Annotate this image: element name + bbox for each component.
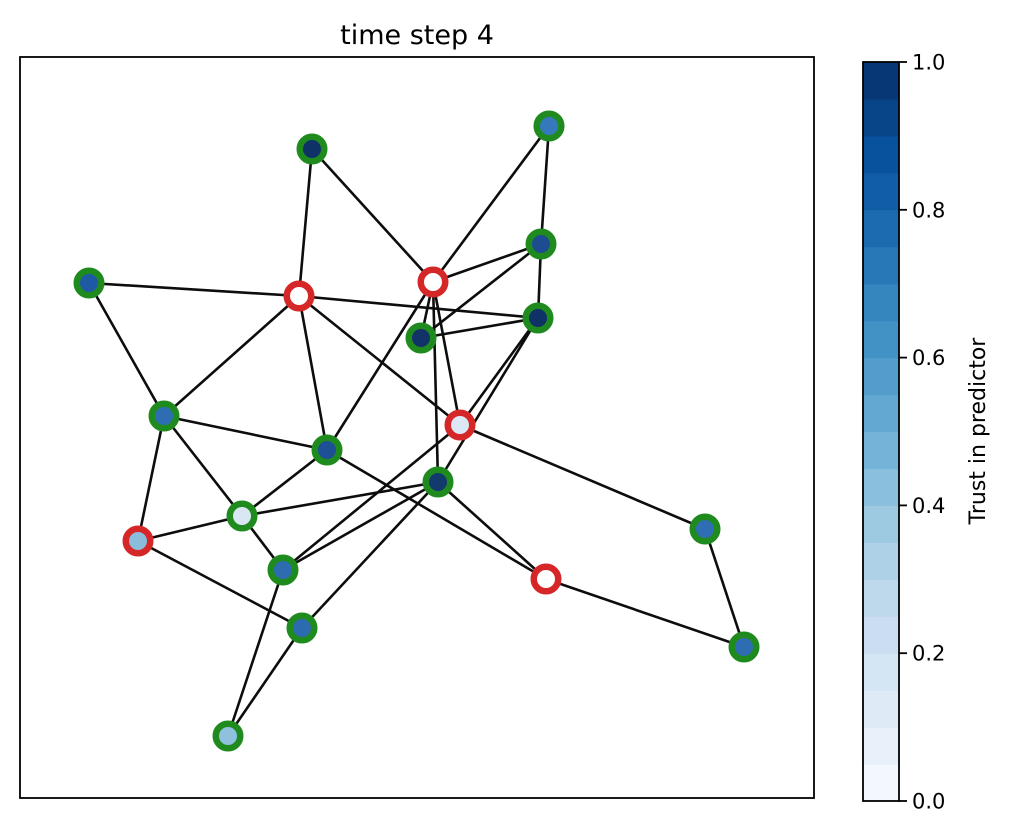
graph-edge xyxy=(136,514,244,543)
graph-node xyxy=(405,322,437,354)
colorbar-segment xyxy=(863,653,899,691)
graph-edge xyxy=(419,242,543,340)
graph-node xyxy=(148,400,180,432)
colorbar-tick-label: 0.6 xyxy=(912,346,945,370)
graph-node xyxy=(422,466,454,498)
graph-node xyxy=(122,525,154,557)
colorbar-segment xyxy=(863,357,899,396)
graph-edge xyxy=(431,280,440,484)
graph-edge xyxy=(240,448,329,518)
colorbar-segment xyxy=(863,727,899,765)
colorbar-tick-label: 0.4 xyxy=(912,494,945,518)
graph-node xyxy=(311,434,343,466)
colorbar-segment xyxy=(863,98,899,137)
graph-node xyxy=(283,280,315,312)
graph-edge xyxy=(436,480,548,581)
colorbar-segment xyxy=(863,172,899,211)
graph-node xyxy=(530,563,562,595)
colorbar-tick-label: 0.2 xyxy=(912,642,945,666)
graph-edge xyxy=(297,147,314,298)
graph-edge xyxy=(300,480,440,630)
graph-edge xyxy=(162,414,244,518)
graph-edge xyxy=(240,480,440,518)
colorbar-tick-label: 0.0 xyxy=(912,790,945,814)
graph-edge xyxy=(136,414,166,543)
colorbar-segment xyxy=(863,394,899,433)
colorbar-tick-label: 0.8 xyxy=(912,198,945,222)
graph-edge xyxy=(310,147,435,284)
colorbar-segment xyxy=(863,62,899,100)
graph-node xyxy=(417,266,449,298)
graph-edge xyxy=(297,294,462,427)
graph-nodes-layer xyxy=(73,110,760,752)
colorbar-segment xyxy=(863,690,899,728)
graph-edge xyxy=(431,124,551,284)
graph-edge xyxy=(703,527,746,649)
plot-title: time step 4 xyxy=(340,20,494,51)
colorbar-segment xyxy=(863,431,899,470)
graph-node xyxy=(296,133,328,165)
graph-node xyxy=(73,267,105,299)
colorbar-segment xyxy=(863,764,899,802)
graph-edge xyxy=(226,568,285,738)
colorbar-segment xyxy=(863,246,899,285)
graph-node xyxy=(728,631,760,663)
graph-node xyxy=(286,612,318,644)
graph-node xyxy=(522,302,554,334)
graph-node xyxy=(525,228,557,260)
colorbar-segment xyxy=(863,505,899,543)
graph-edge xyxy=(297,294,329,452)
graph-node xyxy=(226,500,258,532)
graph-node xyxy=(267,554,299,586)
graph-node xyxy=(444,409,476,441)
graph-edge xyxy=(281,423,462,572)
colorbar-segment xyxy=(863,320,899,359)
graph-edge xyxy=(136,539,304,630)
graph-edge xyxy=(162,294,301,418)
graph-edge xyxy=(544,577,746,649)
graph-edge xyxy=(87,281,301,298)
colorbar-segment xyxy=(863,542,899,580)
colorbar-axis-label: Trust in predictor xyxy=(966,337,991,526)
graph-edge xyxy=(226,626,304,738)
graph-edge xyxy=(458,316,540,427)
colorbar-segment xyxy=(863,579,899,617)
graph-edge xyxy=(419,316,540,340)
graph-node xyxy=(689,513,721,545)
colorbar-segment xyxy=(863,135,899,174)
colorbar-segment xyxy=(863,468,899,506)
graph-edge xyxy=(436,316,540,484)
graph-edge xyxy=(162,414,329,452)
colorbar: 1.0 0.8 0.6 0.4 0.2 0.0 xyxy=(862,51,945,814)
graph-edges-layer xyxy=(87,124,746,738)
colorbar-tick-label: 1.0 xyxy=(912,51,945,75)
graph-node xyxy=(212,720,244,752)
colorbar-segment xyxy=(863,209,899,248)
colorbar-outline xyxy=(862,61,900,802)
graph-edge xyxy=(431,242,543,284)
colorbar-segment xyxy=(863,283,899,322)
plot-border xyxy=(19,56,815,799)
graph-edge xyxy=(281,480,440,572)
graph-edge xyxy=(539,124,551,246)
graph-edge xyxy=(431,280,462,427)
graph-node xyxy=(533,110,565,142)
graph-edge xyxy=(87,281,166,418)
graph-edge xyxy=(325,280,435,452)
graph-edge xyxy=(458,423,707,531)
graph-edge xyxy=(325,448,548,581)
colorbar-segment xyxy=(863,616,899,654)
